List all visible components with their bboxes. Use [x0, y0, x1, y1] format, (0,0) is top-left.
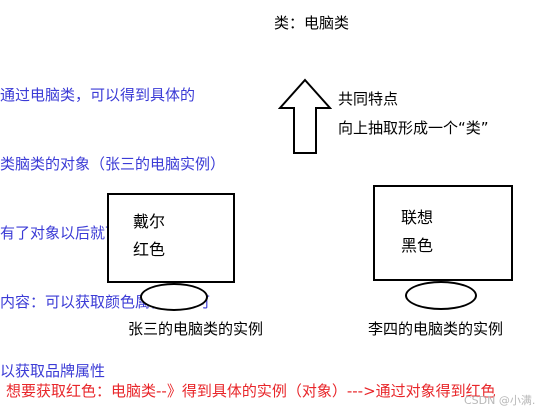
class-title: 类：电脑类: [274, 14, 350, 32]
watermark: CSDN @小满.: [464, 394, 536, 407]
description-line-1: 通过电脑类，可以得到具体的: [0, 86, 196, 104]
computer-1-stand: [140, 283, 208, 311]
computer-1-color: 红色: [133, 240, 166, 259]
computer-2-brand: 联想: [401, 208, 434, 227]
computer-monitor-1: 戴尔 红色: [107, 193, 235, 283]
description-line-2: 类脑类的对象（张三的电脑实例）: [0, 155, 226, 173]
abstraction-line-2: 向上抽取形成一个“类”: [338, 119, 489, 137]
abstraction-line-1: 共同特点: [338, 90, 399, 108]
description-line-5: 以获取品牌属性: [0, 362, 106, 380]
up-arrow-icon: [278, 78, 332, 154]
computer-1-brand: 戴尔: [133, 212, 166, 231]
computer-2-stand: [405, 281, 477, 310]
computer-2-color: 黑色: [401, 236, 434, 255]
computer-2-caption: 李四的电脑类的实例: [368, 320, 504, 338]
computer-1-caption: 张三的电脑类的实例: [128, 320, 264, 338]
computer-monitor-2: 联想 黑色: [373, 185, 513, 281]
bottom-explanation: 想要获取红色：电脑类--》得到具体的实例（对象）--->通过对象得到红色: [6, 382, 496, 400]
